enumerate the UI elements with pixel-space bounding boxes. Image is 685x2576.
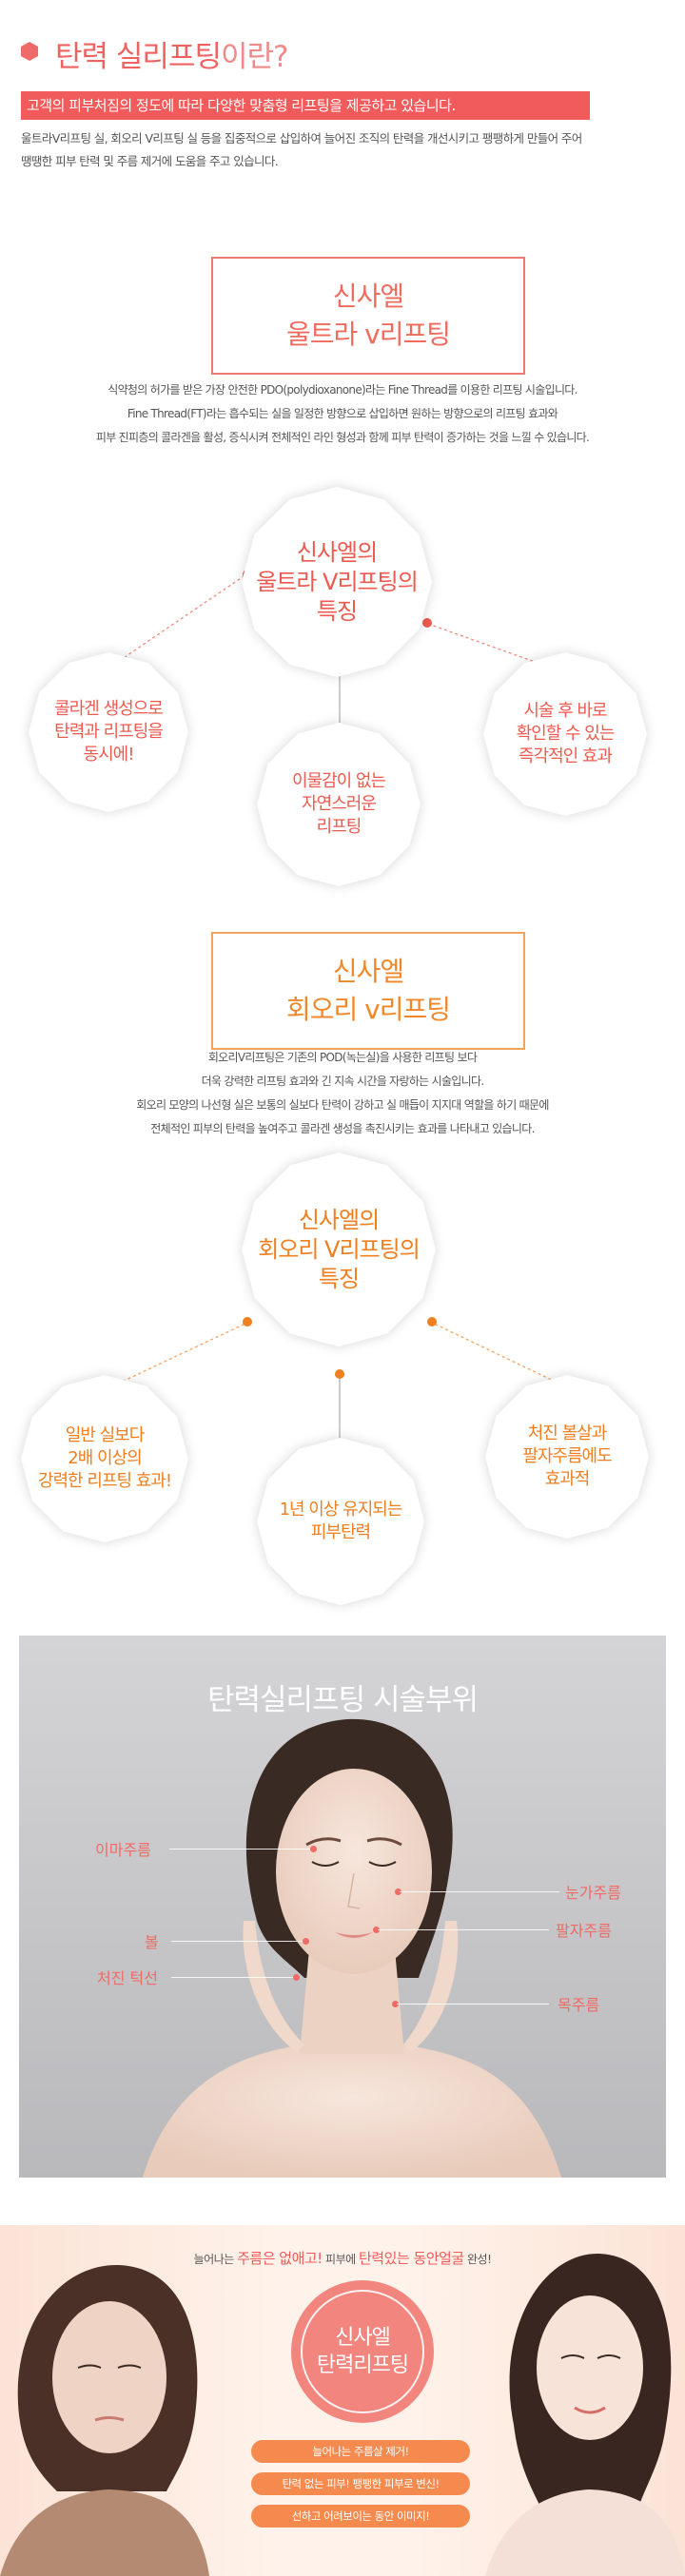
whirl-desc-line: 회오리 모양의 나선형 실은 보통의 실보다 탄력이 강하고 실 매듭이 지지대…	[136, 1098, 549, 1112]
whirl-feature-right: 처진 볼살과 팔자주름에도 효과적	[485, 1375, 649, 1539]
ultra-center-line: 울트라 V리프팅의	[256, 568, 419, 595]
intro-highlight: 고객의 피부처짐의 정도에 따라 다양한 맞춤형 리프팅을 제공하고 있습니다.	[21, 91, 590, 120]
whirl-title-line: 회오리 v리프팅	[285, 994, 451, 1025]
whirl-left-line: 일반 실보다	[65, 1425, 146, 1445]
treatment-area-title: 탄력실리프팅 시술부위	[206, 1683, 479, 1717]
leader-line	[378, 1929, 549, 1930]
ultra-left-line: 탄력과 리프팅을	[54, 722, 164, 742]
whirl-title-line: 신사엘	[332, 956, 404, 987]
ultra-right-line: 시술 후 바로	[523, 701, 607, 721]
ultra-title-line: 신사엘	[332, 281, 404, 312]
ultra-middle-line: 이물감이 없는	[291, 771, 386, 791]
ultra-center-line: 신사엘의	[296, 538, 378, 566]
benefit-pill: 탄력 없는 피부! 팽팽한 피부로 변신!	[251, 2472, 470, 2495]
ultra-left-line: 동시에!	[83, 745, 135, 765]
headline-highlight-2: 탄력있는 동안얼굴	[358, 2250, 464, 2267]
marker-dot	[392, 2001, 399, 2007]
label-neck-wrinkle: 목주름	[558, 1996, 600, 2014]
whirl-right-line: 효과적	[544, 1469, 591, 1489]
leader-line	[169, 1849, 312, 1850]
benefit-pill: 선하고 어려보이는 동안 이미지!	[251, 2505, 470, 2528]
intro-title: 탄력 실리프팅이란?	[55, 32, 288, 75]
ultra-middle-line: 자연스러운	[302, 794, 377, 814]
intro-title-suffix: 이란?	[220, 40, 288, 74]
marker-dot	[293, 1974, 300, 1981]
ultra-feature-middle: 이물감이 없는 자연스러운 리프팅	[257, 723, 421, 886]
whirl-center-line: 신사엘의	[298, 1206, 380, 1233]
leader-line	[397, 2004, 549, 2005]
headline-mid: 피부에	[325, 2253, 356, 2266]
intro-desc-line: 땡땡한 피부 탄력 및 주름 제거에 도움을 주고 있습니다.	[21, 154, 279, 168]
label-cheek: 볼	[145, 1933, 159, 1951]
ultra-desc-line: 피부 진피층의 콜라겐을 활성, 증식시켜 전체적인 라인 형성과 함께 피부 …	[95, 431, 590, 444]
headline-suffix: 완성!	[466, 2253, 492, 2266]
ultra-title-line: 울트라 v리프팅	[285, 319, 451, 350]
leader-line	[171, 1977, 295, 1978]
intro-description: 울트라V리프팅 실, 회오리 V리프팅 실 등을 집중적으로 삽입하여 늘어진 …	[21, 127, 668, 173]
whirl-middle-line: 1년 이상 유지되는	[279, 1500, 403, 1520]
whirl-right-line: 팔자주름에도	[522, 1446, 612, 1466]
ultra-right-line: 즉각적인 효과	[518, 746, 613, 766]
treatment-area-section: 탄력실리프팅 시술부위 이마주름 볼 처진 턱선 눈가주름 팔자주름 목주름	[19, 1636, 666, 2178]
whirl-feature-left: 일반 실보다 2배 이상의 강력한 리프팅 효과!	[21, 1375, 188, 1542]
ultra-description: 식약청의 허가를 받은 가장 안전한 PDO(polydioxanone)라는 …	[19, 378, 666, 450]
intro-desc-line: 울트라V리프팅 실, 회오리 V리프팅 실 등을 집중적으로 삽입하여 늘어진 …	[21, 131, 582, 145]
whirl-description: 회오리V리프팅은 기존의 POD(녹는실)을 사용한 리프팅 보다 더욱 강력한…	[19, 1046, 666, 1141]
marker-dot	[303, 1938, 309, 1945]
badge-line: 신사엘	[335, 2326, 391, 2350]
label-eye-wrinkle: 눈가주름	[565, 1884, 621, 1902]
label-sagging-jawline: 처진 턱선	[97, 1969, 158, 1987]
before-after-headline: 늘어나는 주름은 없애고! 피부에 탄력있는 동안얼굴 완성!	[0, 2248, 685, 2268]
ultra-left-line: 콜라겐 생성으로	[54, 699, 164, 719]
whirl-middle-line: 피부탄력	[310, 1522, 371, 1542]
ultra-right-line: 확인할 수 있는	[516, 724, 616, 744]
whirl-feature-center: 신사엘의 회오리 V리프팅의 특징	[242, 1152, 436, 1346]
whirl-left-line: 2배 이상의	[68, 1448, 142, 1468]
ultra-feature-center: 신사엘의 울트라 V리프팅의 특징	[242, 487, 432, 677]
ultra-desc-line: Fine Thread(FT)라는 흡수되는 실을 일정한 방향으로 삽입하면 …	[127, 407, 558, 420]
hexagon-bullet-icon	[21, 42, 38, 61]
headline-prefix: 늘어나는	[193, 2253, 235, 2266]
intro-title-main: 탄력 실리프팅	[55, 40, 222, 74]
badge-line: 탄력리프팅	[316, 2353, 409, 2377]
whirl-right-line: 처진 볼살과	[527, 1424, 608, 1443]
whirl-feature-middle: 1년 이상 유지되는 피부탄력	[257, 1438, 424, 1605]
label-nasolabial-fold: 팔자주름	[556, 1922, 612, 1940]
whirl-left-line: 강력한 리프팅 효과!	[37, 1471, 172, 1491]
benefit-pill: 늘어나는 주름살 제거!	[251, 2440, 470, 2463]
ultra-feature-left: 콜라겐 생성으로 탄력과 리프팅을 동시에!	[29, 652, 188, 812]
ultra-feature-right: 시술 후 바로 확인할 수 있는 즉각적인 효과	[483, 652, 647, 816]
ultra-center-line: 특징	[316, 597, 358, 625]
whirl-desc-line: 더욱 강력한 리프팅 효과와 긴 지속 시간을 자랑하는 시술입니다.	[201, 1075, 485, 1088]
whirl-desc-line: 회오리V리프팅은 기존의 POD(녹는실)을 사용한 리프팅 보다	[207, 1051, 478, 1064]
marker-dot	[373, 1927, 380, 1933]
ultra-title-box: 신사엘 울트라 v리프팅	[211, 257, 525, 375]
leader-line	[171, 1941, 304, 1942]
headline-highlight-1: 주름은 없애고!	[237, 2250, 323, 2267]
whirl-center-line: 특징	[318, 1265, 360, 1292]
whirl-desc-line: 전체적인 피부의 탄력을 높여주고 콜라겐 생성을 촉진시키는 효과를 나타내고…	[150, 1122, 535, 1135]
ultra-desc-line: 식약청의 허가를 받은 가장 안전한 PDO(polydioxanone)라는 …	[108, 383, 577, 397]
leader-line	[400, 1891, 559, 1892]
label-forehead-wrinkle: 이마주름	[95, 1841, 151, 1859]
ultra-middle-line: 리프팅	[316, 817, 362, 837]
whirl-title-box: 신사엘 회오리 v리프팅	[211, 932, 525, 1050]
before-after-section: 늘어나는 주름은 없애고! 피부에 탄력있는 동안얼굴 완성! 신사엘 탄력리프…	[0, 2225, 685, 2576]
elastic-lifting-badge: 신사엘 탄력리프팅	[291, 2280, 434, 2423]
whirl-center-line: 회오리 V리프팅의	[258, 1235, 421, 1263]
marker-dot	[395, 1888, 401, 1895]
before-woman-illustration	[0, 2264, 209, 2576]
after-woman-illustration	[485, 2253, 685, 2576]
woman-face-illustration	[143, 1718, 561, 2178]
marker-dot	[310, 1846, 317, 1852]
